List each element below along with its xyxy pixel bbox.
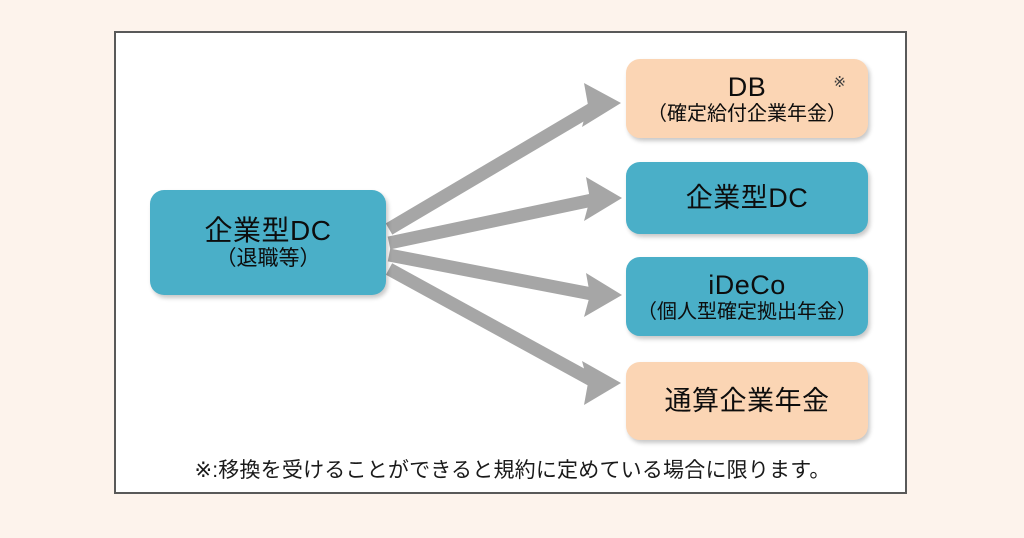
arrow-to-db (385, 83, 621, 235)
node-title: 企業型DC (204, 214, 332, 246)
arrow-to-ideco (387, 248, 622, 317)
node-title: 企業型DC (685, 182, 809, 213)
node-subtitle: （確定給付企業年金） (647, 102, 847, 125)
arrow-to-corporate-dc (387, 177, 622, 250)
footnote-text: ※:移換を受けることができると規約に定めている場合に限ります。 (194, 459, 831, 482)
node-corporate-dc-retired[interactable]: 企業型DC （退職等） (150, 190, 386, 295)
asterisk-icon: ※ (833, 74, 846, 91)
node-ideco[interactable]: iDeCo （個人型確定拠出年金） (626, 257, 868, 336)
node-title: DB (727, 71, 767, 102)
node-subtitle: （個人型確定拠出年金） (637, 300, 857, 323)
node-subtitle: （退職等） (215, 246, 321, 270)
node-title: 通算企業年金 (664, 385, 830, 416)
node-corporate-dc[interactable]: 企業型DC (626, 162, 868, 234)
node-tsusan-kigyo-nenkin[interactable]: 通算企業年金 (626, 362, 868, 440)
node-db[interactable]: DB （確定給付企業年金） ※ (626, 59, 868, 138)
node-title: iDeCo (708, 269, 786, 300)
diagram-panel: 企業型DC （退職等） DB （確定給付企業年金） ※ 企業型DC iDeCo … (114, 31, 907, 494)
arrow-to-tsusan (385, 263, 621, 405)
